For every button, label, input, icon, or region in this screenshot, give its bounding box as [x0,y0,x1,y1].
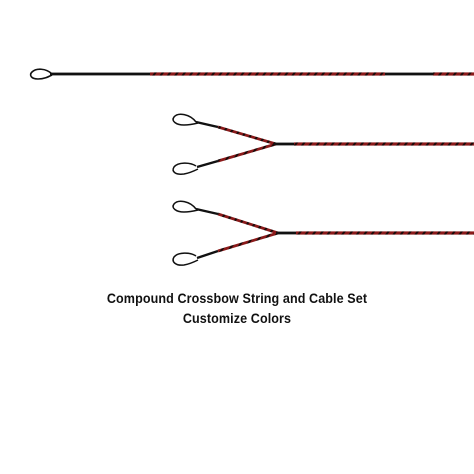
split-cable-bottom-loop [172,252,199,266]
split-cable-yoke-serving [274,142,294,146]
split-cable-bottom-serving [196,159,219,169]
split-cable-top-leg [217,212,279,235]
bowstring-end-loop [29,68,53,80]
split-cable-upper [172,113,474,175]
split-cable-bottom-leg [217,231,279,253]
split-cable-top-loop [172,200,199,213]
bowstring-center-serving [50,72,150,76]
split-cable-top-leg [217,125,277,146]
split-cable-bottom-serving [196,249,219,260]
split-cable-bottom-leg [217,142,277,163]
split-cable-lower [172,200,474,266]
caption-subtitle: Customize Colors [182,311,292,326]
bowstring-strand [150,72,385,76]
caption-title: Compound Crossbow String and Cable Set [106,291,368,306]
split-cable-yoke-serving [276,231,296,235]
split-cable-top-serving [195,120,219,129]
split-cable-top-serving [195,207,219,216]
split-cable-top-loop [172,113,199,126]
split-cable-strand [296,231,474,235]
split-cable-strand [294,142,474,146]
bowstring [29,68,474,80]
bowstring-end-serving [385,72,433,76]
bowstring-strand-right [433,72,474,76]
split-cable-bottom-loop [172,162,199,175]
